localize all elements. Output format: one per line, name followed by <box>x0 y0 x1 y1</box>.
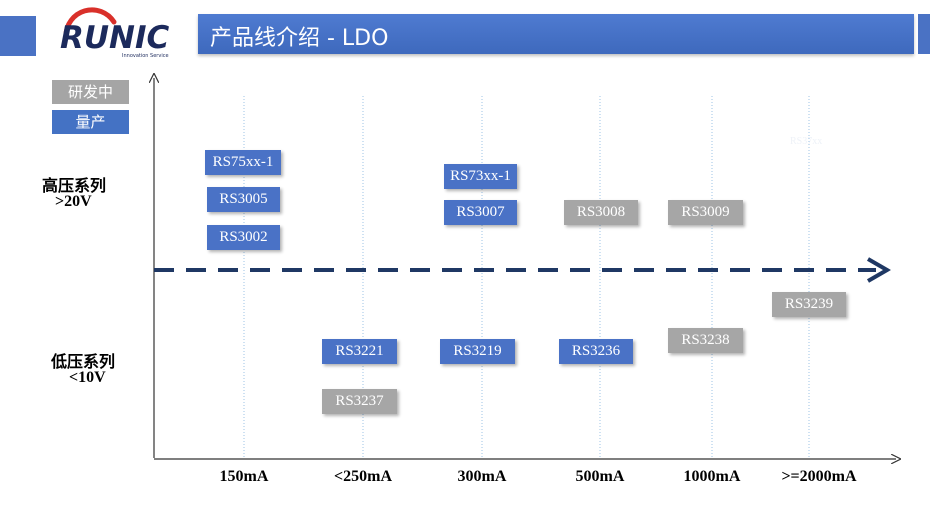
x-label-300ma: 300mA <box>457 468 507 485</box>
product-chip-rs3009: RS3009 <box>668 200 743 225</box>
product-chip-rs3007: RS3007 <box>444 200 517 225</box>
product-chip-rs73xx-1: RS73xx-1 <box>444 164 517 189</box>
x-label-1000ma: 1000mA <box>683 468 741 485</box>
legend-mass-production: 量产 <box>52 110 129 134</box>
low-voltage-series-label: 低压系列 <box>51 354 116 371</box>
runic-logo: RUNIC Innovation Service <box>52 6 178 62</box>
product-chip-rs3237: RS3237 <box>322 389 397 414</box>
legend-in-development: 研发中 <box>52 80 129 104</box>
faint-product-label: RS37xx <box>790 136 823 147</box>
logo-wordmark: RUNIC <box>60 20 170 56</box>
product-chip-rs3219: RS3219 <box>440 339 515 364</box>
logo-swoosh-icon <box>63 7 117 39</box>
product-chip-rs3005: RS3005 <box>207 187 280 212</box>
x-label-150ma: 150mA <box>219 468 269 485</box>
product-chip-rs3238: RS3238 <box>668 328 743 353</box>
x-label-500ma: 500mA <box>575 468 625 485</box>
divider-arrow-icon <box>866 257 891 283</box>
product-chip-rs75xx-1: RS75xx-1 <box>205 150 281 175</box>
product-chip-rs3236: RS3236 <box>559 339 633 364</box>
header-right-accent <box>918 14 930 54</box>
title-bar: 产品线介绍 - LDO <box>198 14 914 54</box>
product-chip-rs3008: RS3008 <box>564 200 638 225</box>
header-left-accent <box>0 16 36 56</box>
high-voltage-range-label: >20V <box>55 193 92 210</box>
product-chip-rs3221: RS3221 <box>322 339 397 364</box>
product-chip-rs3239: RS3239 <box>772 292 846 317</box>
logo-tagline: Innovation Service <box>122 53 169 59</box>
page-title: 产品线介绍 - LDO <box>210 26 389 51</box>
product-chip-rs3002: RS3002 <box>207 225 280 250</box>
x-label-2000ma: >=2000mA <box>781 468 857 485</box>
low-voltage-range-label: <10V <box>69 369 106 386</box>
high-voltage-series-label: 高压系列 <box>42 178 107 195</box>
x-label-250ma: <250mA <box>334 468 392 485</box>
